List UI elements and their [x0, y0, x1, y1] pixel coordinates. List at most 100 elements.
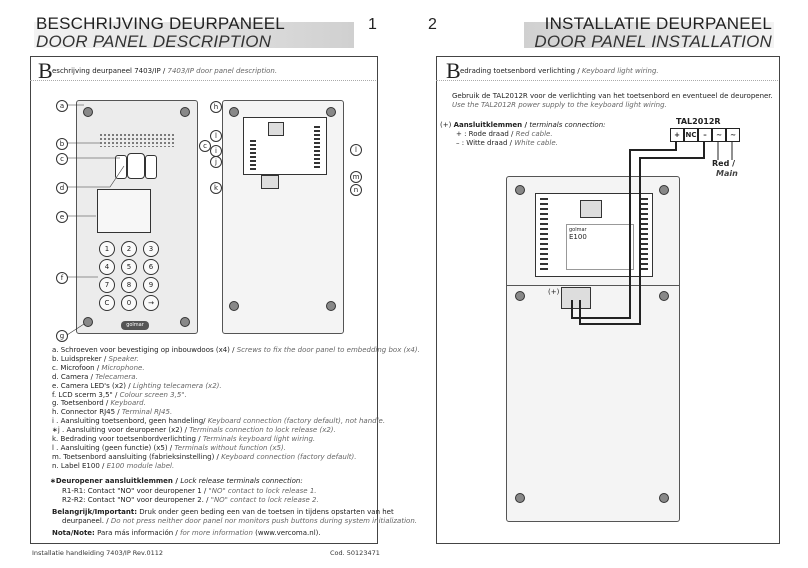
screw-icon	[659, 291, 669, 301]
footer-right: Cod. 50123471	[330, 549, 380, 557]
legend-text-nl: LCD scerm 3,5" /	[58, 390, 120, 399]
diagram-label-b: b	[56, 138, 68, 150]
body-text-en: Use the TAL2012R power supply to the key…	[452, 101, 667, 109]
legend-text-nl: Camera /	[60, 372, 96, 381]
panel-divider	[507, 285, 679, 286]
diagram-label-c: c	[56, 153, 68, 165]
drop-cap: B	[446, 58, 461, 83]
plus-mark: (+)	[548, 288, 560, 296]
brand-logo: golmar	[121, 321, 149, 330]
module-board	[243, 117, 327, 175]
legend-text-en: Microphone.	[101, 363, 145, 372]
drop-cap: B	[38, 58, 53, 83]
vercoma-link[interactable]: (www.vercoma.nl).	[255, 529, 321, 537]
keypad-key[interactable]: 5	[121, 259, 137, 275]
info-note: Nota/Note: Para más información / for mo…	[52, 529, 321, 537]
keypad-key[interactable]: →	[143, 295, 159, 311]
legend-letter: i .	[52, 417, 61, 426]
important-note-2: deurpaneel. / Do not press neither door …	[62, 517, 417, 525]
rj45-connector-icon	[580, 200, 602, 218]
legend-letter: n.	[52, 461, 61, 470]
legend-item: n. Label E100 / E100 module label.	[52, 462, 174, 471]
keypad-key[interactable]: 0	[121, 295, 137, 311]
leader-e	[67, 165, 125, 188]
diagram-label-j: j	[210, 156, 222, 168]
content-frame	[436, 56, 780, 544]
screw-icon	[83, 317, 93, 327]
keypad-key[interactable]: 7	[99, 277, 115, 293]
keypad-key[interactable]: 2	[121, 241, 137, 257]
legend-letter: g.	[52, 399, 61, 408]
plus-wire: + : Rode draad / Red cable.	[456, 130, 553, 138]
legend-text-en: Terminals without function (x5).	[174, 443, 286, 452]
screw-icon	[326, 301, 336, 311]
legend-item: l . Aansluiting (geen functie) (x5) / Te…	[52, 444, 286, 453]
intro-text: edrading toetsenbord verlichting / Keybo…	[460, 67, 659, 75]
legend-item: ∗j . Aansluiting voor deuropener (x2) / …	[52, 426, 336, 435]
legend-text-en: Terminals connection to lock release (x2…	[189, 426, 336, 435]
screw-icon	[659, 185, 669, 195]
legend-text-nl: Connector RJ45 /	[60, 408, 122, 417]
content-frame	[30, 56, 378, 544]
mains-label-en: Main	[716, 169, 738, 178]
terminal-block-left	[250, 140, 256, 170]
leader-a2	[66, 323, 85, 336]
legend-text-en: Screws to fix the door panel to embeddin…	[236, 346, 420, 354]
screw-icon	[515, 291, 525, 301]
diagram-label-g: g	[56, 330, 68, 342]
important-note: Belangrijk/Important: Druk onder geen be…	[52, 508, 394, 516]
legend-item: e. Camera LED's (x2) / Lighting telecame…	[52, 382, 222, 391]
legend-text-nl: Aansluiting (geen functie) (x5) /	[60, 443, 175, 452]
camera-lens	[127, 153, 145, 179]
legend-text-nl: Aansluiting toetsenbord, geen handeling/	[60, 417, 208, 426]
terminal-block-left	[540, 198, 548, 272]
legend-text-nl: Aansluiting voor deuropener (x2) /	[66, 426, 190, 435]
minus-wire: – : Witte draad / White cable.	[456, 139, 558, 147]
keypad-key[interactable]: C	[99, 295, 115, 311]
keyboard-light-terminal	[561, 287, 591, 309]
lock-r2: R2-R2: Contact "NO" voor deuropener 2. /…	[62, 496, 319, 504]
legend-text-nl: Schroeven voor bevestiging op inbouwdoos…	[60, 346, 237, 354]
legend-text-nl: Camera LED's (x2) /	[60, 381, 133, 390]
keypad-key[interactable]: 8	[121, 277, 137, 293]
wire-minus	[579, 141, 705, 325]
keyboard-terminal	[261, 175, 279, 189]
legend-item: h. Connector RJ45 / Terminal RJ45.	[52, 408, 172, 417]
legend-item: f. LCD scerm 3,5" / Colour screen 3,5".	[52, 391, 187, 400]
legend-text-nl: Bedrading voor toetsenbordverlichting /	[60, 435, 203, 443]
legend-letter: h.	[52, 408, 61, 417]
legend-item: d. Camera / Telecamera.	[52, 373, 138, 382]
diagram-label-k: k	[210, 182, 222, 194]
psu-terminal-strip: +NC–~~	[670, 128, 740, 142]
legend-letter: f.	[52, 390, 59, 399]
keypad-key[interactable]: 4	[99, 259, 115, 275]
legend-text-nl: Microfoon /	[60, 363, 102, 372]
legend-item: m. Toetsenbord aansluiting (fabrieksinst…	[52, 453, 356, 462]
diagram-label-h: h	[210, 101, 222, 113]
mains-label: Red /	[712, 159, 736, 168]
legend-letter: a.	[52, 346, 61, 354]
screw-icon	[83, 107, 93, 117]
legend-text-en: Keyboard connection (factory default), n…	[207, 417, 386, 426]
screw-icon	[659, 493, 669, 503]
lock-r1: R1-R1: Contact "NO" voor deuropener 1 / …	[62, 487, 317, 495]
keypad-key[interactable]: 9	[143, 277, 159, 293]
keypad-key[interactable]: 3	[143, 241, 159, 257]
legend-text-en: Colour screen 3,5".	[119, 390, 187, 399]
legend-letter: m.	[52, 452, 64, 461]
psu-terminal: NC	[684, 128, 698, 142]
legend-text-en: Keyboard.	[110, 399, 146, 408]
keypad-key[interactable]: 6	[143, 259, 159, 275]
page-number: 2	[428, 16, 437, 33]
screw-icon	[229, 301, 239, 311]
legend-text-en: Speaker.	[108, 354, 139, 363]
header-bar	[524, 22, 774, 48]
speaker-grille	[99, 133, 175, 147]
keypad-key[interactable]: 1	[99, 241, 115, 257]
diagram-label-f: f	[56, 272, 68, 284]
page-title-nl: INSTALLATIE DEURPANEEL	[544, 14, 772, 33]
legend-text-en: E100 module label.	[106, 461, 175, 470]
legend-letter: e.	[52, 381, 61, 390]
diagram-label-d: d	[56, 182, 68, 194]
